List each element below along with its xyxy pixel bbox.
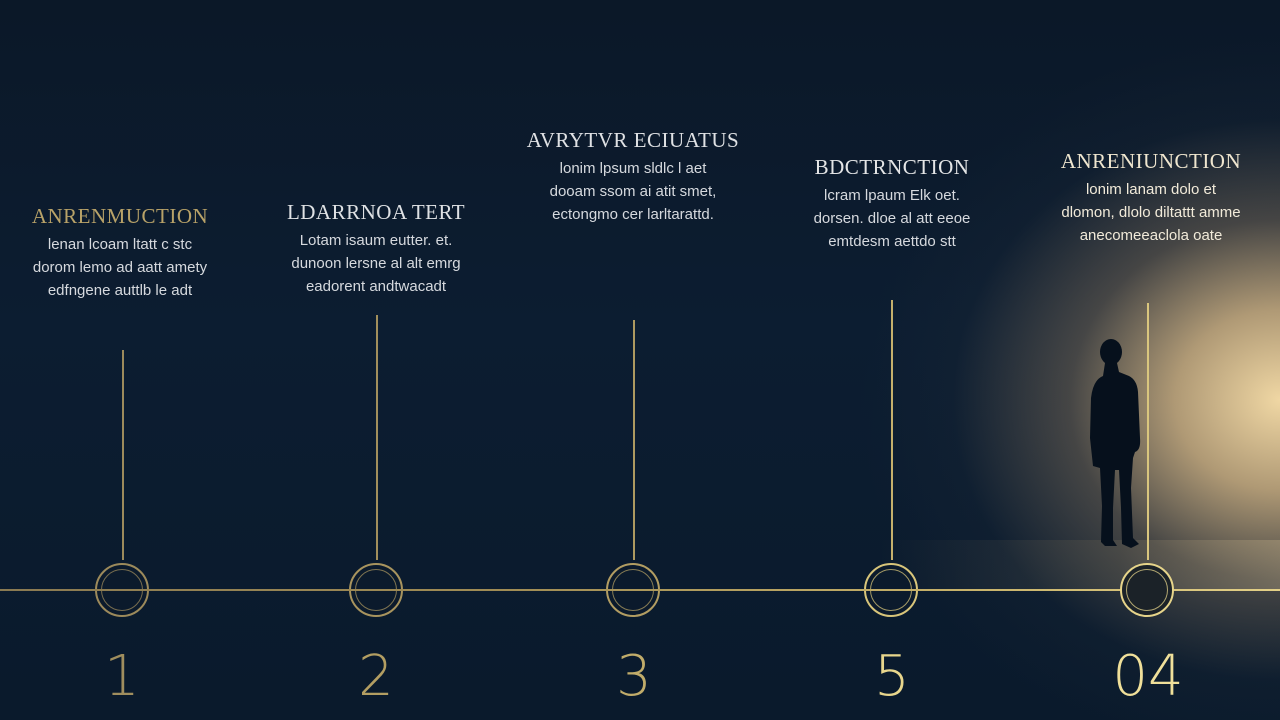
milestone-3-line-1: lonim lpsum sldlc l aet — [559, 160, 707, 177]
milestone-4-line-2: dorsen. dloe al att eeoe — [813, 210, 971, 227]
milestone-4-connector — [891, 300, 893, 560]
milestone-5-line-2: dlomon, dlolo diltattt amme — [1061, 204, 1241, 221]
milestone-4-number: 5 — [874, 644, 910, 709]
milestone-5-connector — [1147, 303, 1149, 560]
milestone-4-body: lcram lpaum Elk oet. dorsen. dloe al att… — [782, 184, 1002, 253]
milestone-5-text: ANRENIUNCTION lonim lanam dolo et dlomon… — [1036, 149, 1266, 247]
milestone-3-connector — [633, 320, 635, 560]
standing-person-silhouette-icon — [1090, 339, 1141, 548]
milestone-1-body: lenan lcoam ltatt c stc dorom lemo ad aa… — [10, 233, 230, 302]
milestone-1-line-2: dorom lemo ad aatt amety — [32, 259, 208, 276]
milestone-2-number: 2 — [358, 644, 394, 709]
milestone-5-node[interactable] — [1120, 563, 1174, 617]
milestone-3-body: lonim lpsum sldlc l aet dooam ssom ai at… — [520, 157, 746, 226]
milestone-2-line-2: dunoon lersne al alt emrg — [291, 255, 461, 272]
milestone-3-text: AVRYTVR ECIUATUS lonim lpsum sldlc l aet… — [520, 128, 746, 226]
milestone-4-line-1: lcram lpaum Elk oet. — [824, 187, 960, 204]
milestone-1-number: 1 — [104, 644, 140, 709]
milestone-1-title: ANRENMUCTION — [31, 204, 209, 228]
milestone-4-title: BDCTRNCTION — [814, 155, 970, 179]
milestone-3-number: 3 — [616, 644, 652, 709]
milestone-1-connector — [122, 350, 124, 560]
milestone-5-line-1: lonim lanam dolo et — [1085, 181, 1217, 198]
milestone-2-text: LDARRNOA TERT Lotam isaum eutter. et. du… — [266, 200, 486, 298]
milestone-4-line-3: emtdesm aettdo stt — [828, 233, 956, 250]
milestone-5-title: ANRENIUNCTION — [1060, 149, 1242, 173]
timeline-axis — [0, 589, 1280, 591]
milestone-2-line-1: Lotam isaum eutter. et. — [299, 232, 453, 249]
milestone-1-line-1: lenan lcoam ltatt c stc — [47, 236, 193, 253]
milestone-2-connector — [376, 315, 378, 560]
milestone-2-title: LDARRNOA TERT — [286, 200, 466, 224]
light-floor — [880, 540, 1280, 590]
milestone-3-title: AVRYTVR ECIUATUS — [526, 128, 740, 152]
milestone-1-line-3: edfngene auttlb le adt — [47, 282, 193, 299]
milestone-5-body: lonim lanam dolo et dlomon, dlolo diltat… — [1036, 178, 1266, 247]
milestone-5-line-3: anecomeeaclola oate — [1079, 227, 1223, 244]
milestone-2-body: Lotam isaum eutter. et. dunoon lersne al… — [266, 229, 486, 298]
milestone-1-text: ANRENMUCTION lenan lcoam ltatt c stc dor… — [10, 204, 230, 302]
milestone-3-line-2: dooam ssom ai atit smet, — [549, 183, 717, 200]
milestone-4-text: BDCTRNCTION lcram lpaum Elk oet. dorsen.… — [782, 155, 1002, 253]
milestone-3-line-3: ectongmo cer larltarattd. — [552, 206, 714, 223]
milestone-2-line-3: eadorent andtwacadt — [305, 278, 447, 295]
milestone-5-number: 04 — [1112, 644, 1184, 709]
